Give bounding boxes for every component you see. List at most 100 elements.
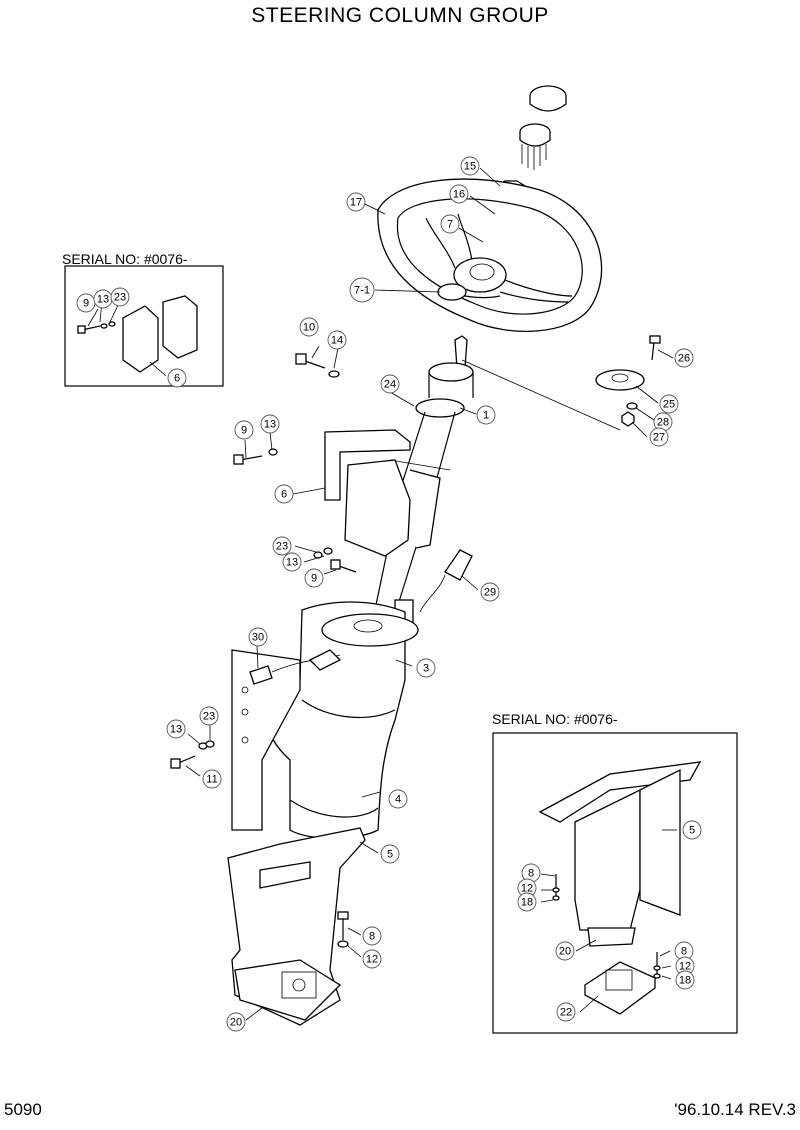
part-callout: 24	[380, 374, 400, 394]
part-callout: 28	[653, 412, 673, 432]
part-callout-label: 16	[453, 189, 465, 201]
part-callout-label: 18	[679, 975, 691, 987]
part-callout-label: 5	[689, 825, 695, 837]
leader-lines	[87, 167, 677, 1021]
part-callout: 15	[460, 156, 480, 176]
part-callout-label: 29	[484, 587, 496, 599]
part-callout: 3	[416, 658, 436, 678]
inset-right-parts	[538, 761, 702, 1015]
part-callout: 5	[682, 820, 702, 840]
part-callout-label: 28	[657, 417, 669, 429]
part-callout-label: 12	[366, 954, 378, 966]
part-callout-label: 6	[281, 489, 287, 501]
horn-cap	[519, 85, 567, 170]
part-callout: 17	[346, 192, 366, 212]
steering-column-shaft	[371, 335, 474, 625]
steering-wheel	[377, 178, 603, 332]
part-callout: 13	[166, 719, 186, 739]
part-callout-label: 12	[521, 883, 533, 895]
part-callout: 16	[449, 184, 469, 204]
column-housing	[231, 601, 419, 839]
part-callout: 18	[675, 970, 695, 990]
part-callout: 13	[93, 289, 113, 309]
part-callout: 9	[234, 420, 254, 440]
part-callout: 18	[517, 892, 537, 912]
part-callout-label: 24	[384, 379, 396, 391]
part-callout-label: 3	[423, 663, 429, 675]
part-callout: 13	[282, 552, 302, 572]
part-callout-label: 11	[206, 774, 217, 786]
part-callout: 4	[388, 789, 408, 809]
serial-note-right: SERIAL NO: #0076-	[492, 711, 618, 727]
part-callout: 26	[674, 348, 694, 368]
part-callout: 30	[248, 627, 268, 647]
part-callout-label: 13	[286, 557, 298, 569]
part-callout-label: 8	[369, 931, 375, 943]
part-callout-label: 27	[653, 432, 665, 444]
switch-and-cable	[249, 549, 473, 685]
part-callout: 10	[299, 317, 319, 337]
part-callout-label: 5	[387, 849, 393, 861]
part-callout-label: 9	[241, 425, 247, 437]
part-callout: 9	[76, 293, 96, 313]
part-callout: 8	[362, 926, 382, 946]
tilt-bracket	[324, 429, 441, 629]
part-callout: 5	[380, 844, 400, 864]
part-callout: 20	[555, 941, 575, 961]
part-callout: 12	[675, 956, 695, 976]
part-callout-label: 22	[560, 1007, 572, 1019]
part-callout-label: 30	[252, 632, 264, 644]
part-callout-label: 13	[170, 724, 182, 736]
part-callout: 7-1	[349, 277, 375, 303]
revision-label: '96.10.14 REV.3	[674, 1100, 796, 1119]
part-callout-label: 20	[559, 946, 571, 958]
part-callout-label: 23	[114, 292, 126, 304]
part-callout: 13	[260, 414, 280, 434]
part-callout: 23	[199, 706, 219, 726]
fasteners	[170, 335, 661, 948]
part-callout: 7	[440, 214, 460, 234]
part-callout-label: 18	[521, 897, 533, 909]
part-callout-label: 12	[679, 961, 691, 973]
part-callout: 6	[274, 484, 294, 504]
part-callout-label: 23	[203, 711, 215, 723]
page-number: 5090	[4, 1100, 42, 1119]
part-callout-label: 9	[311, 573, 317, 585]
inset-box-right	[492, 732, 738, 1034]
pedestal-base	[227, 827, 366, 1026]
part-callout-label: 6	[174, 373, 180, 385]
part-callout-label: 4	[395, 794, 401, 806]
part-callout-label: 25	[663, 399, 675, 411]
part-callout-label: 9	[83, 298, 89, 310]
diagram-title: STEERING COLUMN GROUP	[251, 4, 549, 27]
inset-box-left	[64, 265, 224, 387]
part-callout: 1	[476, 405, 496, 425]
part-callout-label: 8	[528, 868, 534, 880]
part-callout-label: 14	[331, 335, 343, 347]
part-callout: 23	[110, 287, 130, 307]
part-callout: 25	[659, 394, 679, 414]
part-callout: 29	[480, 582, 500, 602]
part-callout: 22	[556, 1002, 576, 1022]
part-callout: 14	[327, 330, 347, 350]
part-callout-label: 7	[447, 219, 453, 231]
part-callout-label: 26	[678, 353, 690, 365]
part-callout: 20	[226, 1012, 246, 1032]
inset-left-parts	[77, 295, 198, 373]
part-callout: 12	[362, 949, 382, 969]
part-callout: 12	[517, 878, 537, 898]
part-callout-label: 10	[303, 322, 315, 334]
part-callout-label: 13	[264, 419, 276, 431]
part-callout-label: 20	[230, 1017, 242, 1029]
part-callout: 23	[272, 536, 292, 556]
part-callout: 11	[202, 769, 222, 789]
part-callout: 9	[304, 568, 324, 588]
part-callout-label: 8	[681, 946, 687, 958]
part-callout-label: 1	[483, 410, 489, 422]
serial-note-left: SERIAL NO: #0076-	[62, 251, 188, 267]
part-callout-label: 17	[350, 197, 362, 209]
part-callout-label: 15	[464, 161, 476, 173]
part-callout-label: 13	[97, 294, 109, 306]
